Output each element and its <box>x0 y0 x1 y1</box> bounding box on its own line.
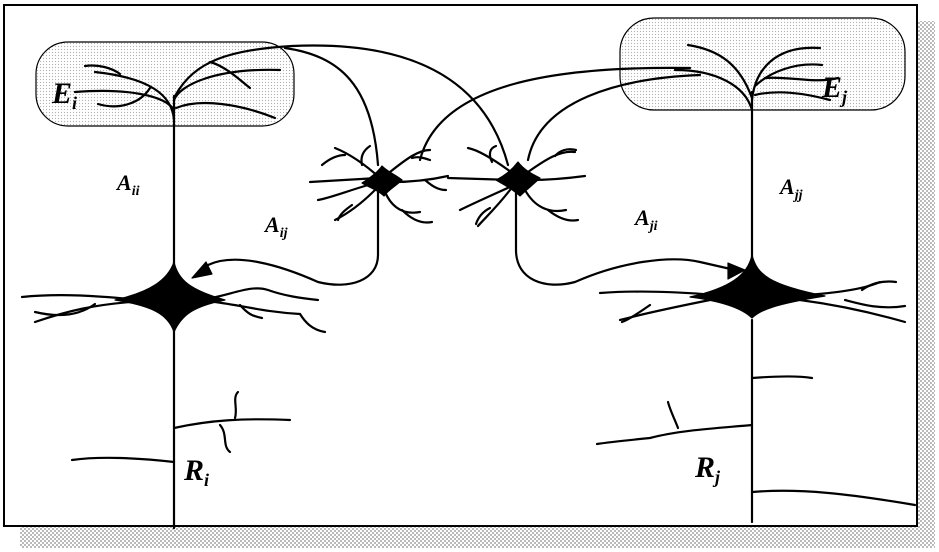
cluster-box-i <box>36 42 294 126</box>
cluster-box-j <box>620 18 905 110</box>
